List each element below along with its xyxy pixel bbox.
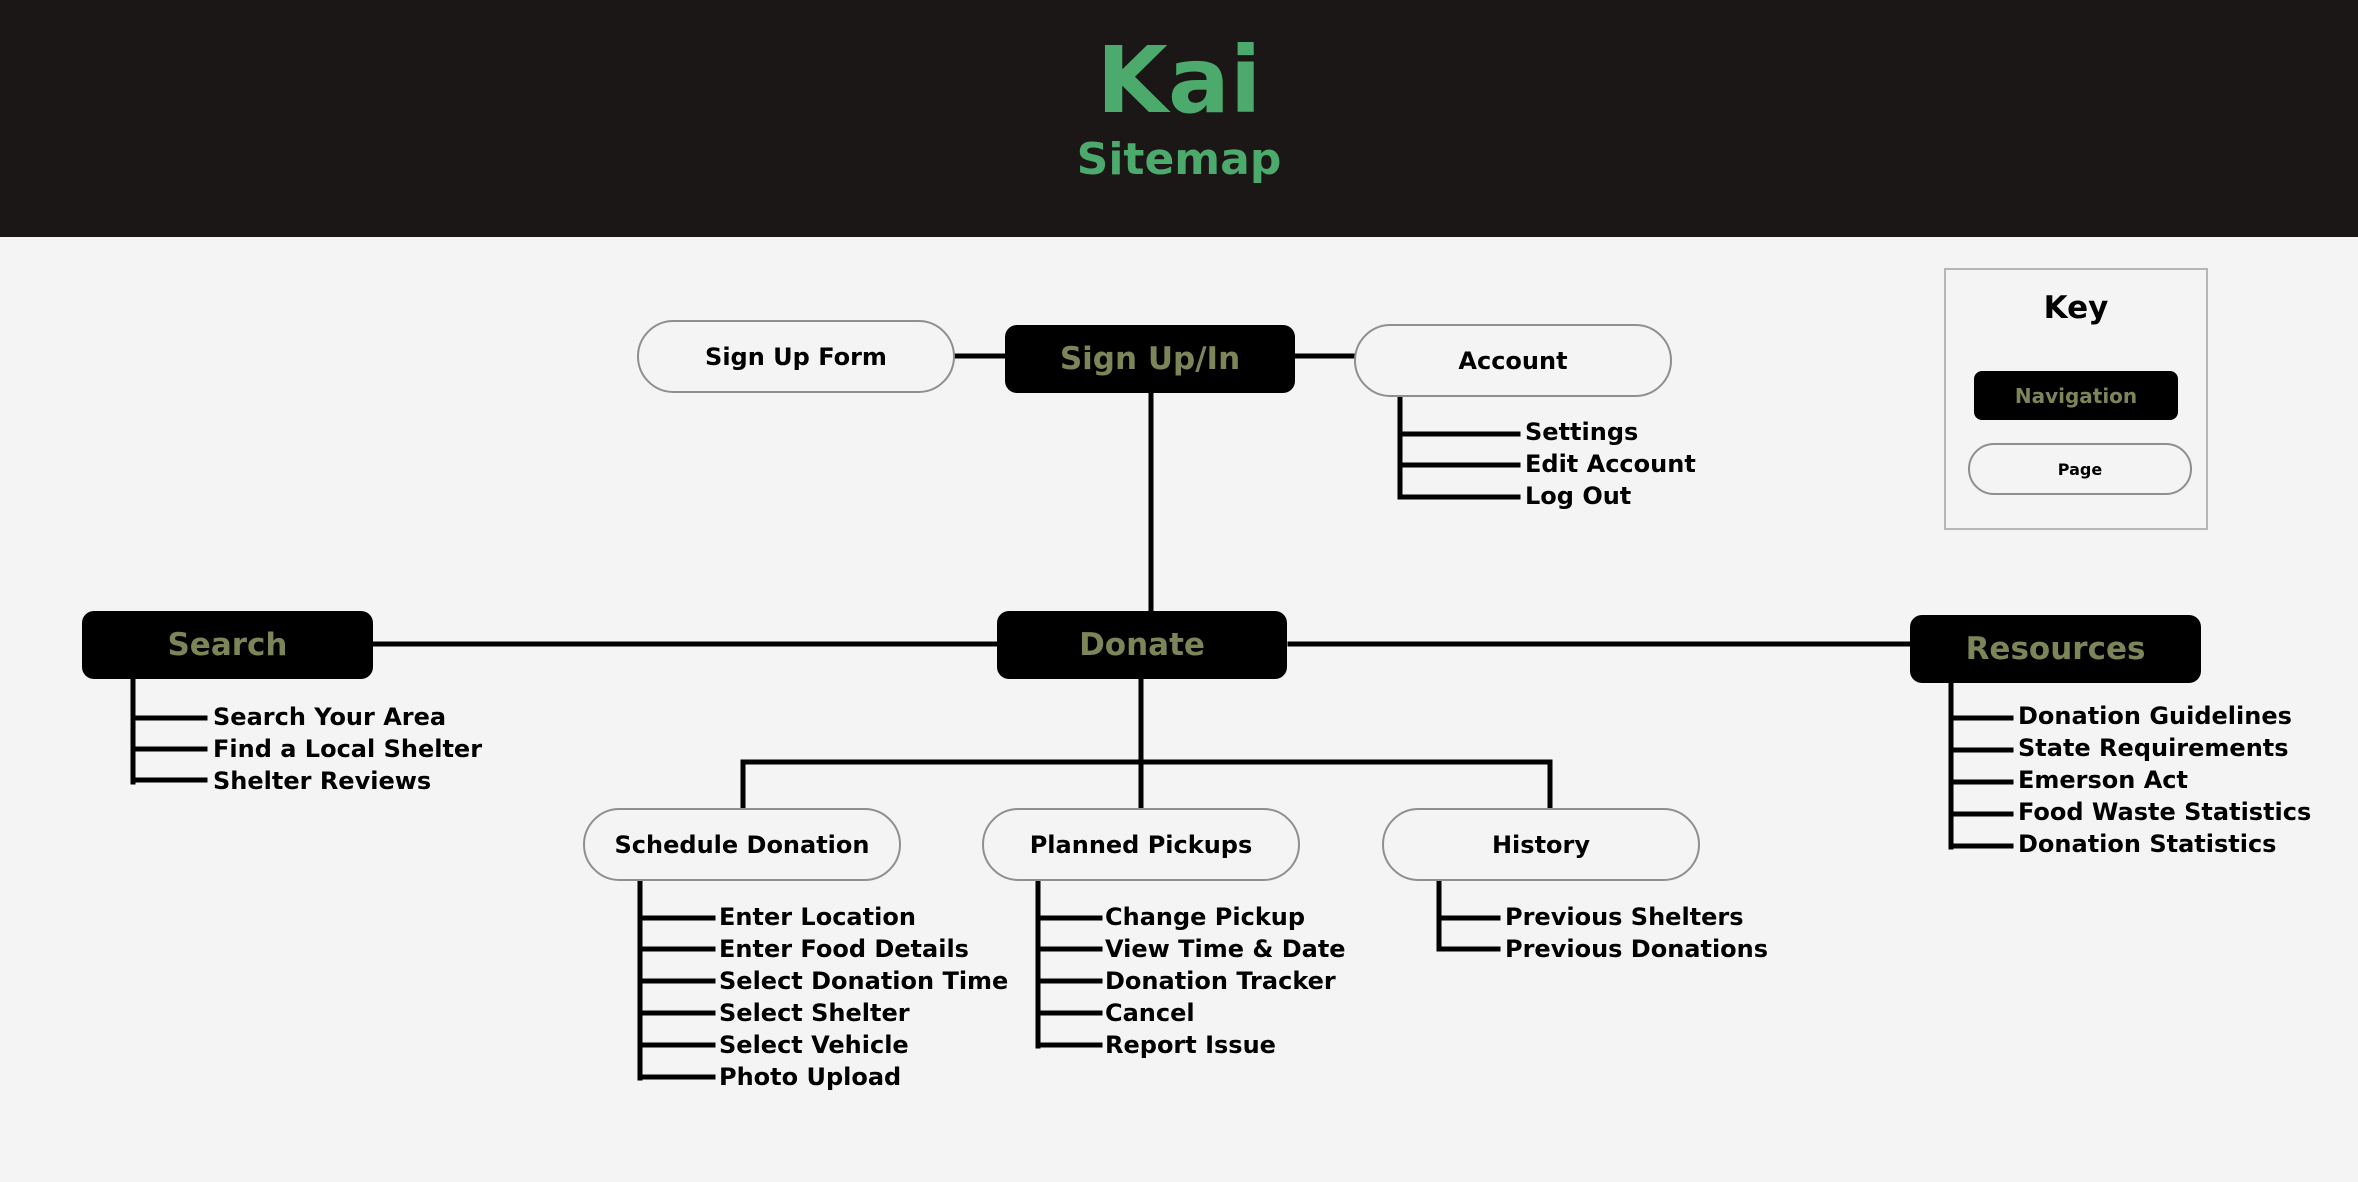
planned-pickups-sub-list: Change Pickup View Time & Date Donation …: [1105, 901, 1346, 1061]
page-schedule-donation: Schedule Donation: [583, 808, 901, 881]
header-bar: Kai Sitemap: [0, 0, 2358, 237]
list-item: Food Waste Statistics: [2018, 798, 2312, 826]
list-item: Change Pickup: [1105, 903, 1306, 931]
list-item: Search Your Area: [213, 703, 447, 731]
list-item: Previous Donations: [1505, 935, 1769, 963]
account-sub-list: Settings Edit Account Log Out: [1525, 416, 1696, 512]
list-item: View Time & Date: [1105, 935, 1346, 963]
legend-title: Key: [2043, 290, 2109, 326]
list-item: Select Shelter: [719, 999, 910, 1027]
legend-page-swatch: Page: [1968, 443, 2192, 495]
list-item: Edit Account: [1525, 450, 1696, 478]
nav-sign-up-in: Sign Up/In: [1005, 325, 1295, 393]
connector-resources-items: [1948, 681, 2014, 850]
list-item: Cancel: [1105, 999, 1195, 1027]
connector-schedule-items: [637, 877, 716, 1081]
list-item: Enter Location: [719, 903, 916, 931]
nav-search: Search: [82, 611, 373, 679]
connector-history-items: [1436, 877, 1501, 952]
list-item: Find a Local Shelter: [213, 735, 483, 763]
list-item: Previous Shelters: [1505, 903, 1744, 931]
nav-donate: Donate: [997, 611, 1287, 679]
list-item: Photo Upload: [719, 1063, 902, 1091]
history-sub-list: Previous Shelters Previous Donations: [1505, 901, 1768, 965]
page-planned-pickups: Planned Pickups: [982, 808, 1300, 881]
list-item: Donation Guidelines: [2018, 702, 2292, 730]
list-item: Donation Statistics: [2018, 830, 2277, 858]
list-item: Select Vehicle: [719, 1031, 909, 1059]
connector-search-items: [130, 676, 208, 785]
page-sign-up-form: Sign Up Form: [637, 320, 955, 393]
connector-pickups-items: [1035, 877, 1103, 1049]
list-item: Enter Food Details: [719, 935, 969, 963]
legend-key: Key Navigation Page: [1944, 268, 2208, 530]
connector-account-items: [1397, 393, 1521, 500]
list-item: State Requirements: [2018, 734, 2289, 762]
legend-navigation-swatch: Navigation: [1974, 371, 2178, 420]
list-item: Donation Tracker: [1105, 967, 1336, 995]
search-sub-list: Search Your Area Find a Local Shelter Sh…: [213, 701, 482, 797]
schedule-donation-sub-list: Enter Location Enter Food Details Select…: [719, 901, 1008, 1093]
resources-sub-list: Donation Guidelines State Requirements E…: [2018, 700, 2311, 860]
page-history: History: [1382, 808, 1700, 881]
page-account: Account: [1354, 324, 1672, 397]
nav-resources: Resources: [1910, 615, 2201, 683]
list-item: Report Issue: [1105, 1031, 1276, 1059]
list-item: Select Donation Time: [719, 967, 1009, 995]
page-subtitle: Sitemap: [1076, 134, 1282, 185]
list-item: Log Out: [1525, 482, 1632, 510]
list-item: Shelter Reviews: [213, 767, 432, 795]
site-title: Kai: [1096, 27, 1262, 134]
list-item: Settings: [1525, 418, 1639, 446]
list-item: Emerson Act: [2018, 766, 2189, 794]
